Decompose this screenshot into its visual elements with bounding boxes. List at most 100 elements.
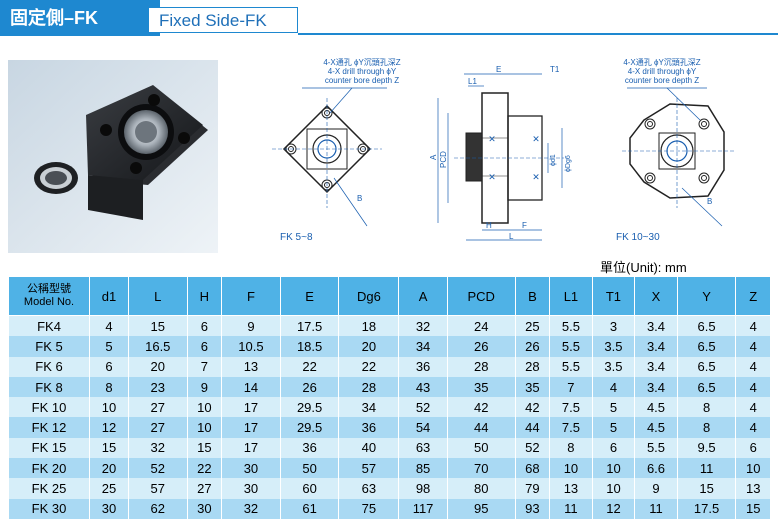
value-cell: 80 — [446, 478, 516, 499]
value-cell: 4 — [735, 376, 771, 398]
value-cell: 4 — [735, 356, 771, 377]
value-cell: 15 — [735, 498, 771, 519]
value-cell: 42 — [446, 397, 516, 418]
value-cell: 7.5 — [549, 417, 593, 438]
header-cell: E — [279, 276, 340, 316]
value-cell: 6.5 — [676, 376, 737, 398]
value-cell: 3 — [591, 315, 636, 337]
value-cell: 5.5 — [549, 336, 593, 357]
value-cell: 17.5 — [279, 315, 340, 337]
header-model: 公稱型號 Model No. — [8, 276, 90, 316]
value-cell: 70 — [446, 458, 516, 479]
value-cell: 25 — [514, 315, 551, 337]
model-cell: FK 20 — [8, 458, 90, 479]
drawing-side-view: E T1 L1 ✕ ✕ ✕ ✕ A PCD ϕd1 ϕDg6 H F L — [429, 65, 572, 241]
value-cell: 4 — [735, 417, 771, 438]
header-rule — [298, 33, 778, 35]
left-caption: FK 5~8 — [280, 232, 313, 243]
value-cell: 5 — [89, 336, 129, 357]
header-cell: H — [186, 276, 223, 316]
value-cell: 79 — [514, 478, 551, 499]
value-cell: 29.5 — [279, 397, 340, 418]
value-cell: 15 — [186, 437, 223, 459]
right-note-line2: 4-X drill through ϕY — [628, 67, 697, 76]
value-cell: 62 — [127, 498, 188, 519]
model-cell: FK 10 — [8, 397, 90, 418]
value-cell: 9 — [186, 376, 223, 398]
table-header-row: 公稱型號 Model No. d1 L H F E Dg6 A PCD B L1… — [8, 276, 771, 316]
left-note-line2: 4-X drill through ϕY — [328, 67, 397, 76]
label-a: A — [429, 154, 438, 160]
value-cell: 5 — [591, 397, 636, 418]
svg-text:✕: ✕ — [488, 172, 496, 182]
label-l1: L1 — [468, 77, 477, 86]
value-cell: 11 — [549, 498, 593, 519]
label-d1: ϕd1 — [550, 154, 557, 166]
value-cell: 17.5 — [676, 498, 737, 519]
value-cell: 26 — [514, 336, 551, 357]
label-pcd: PCD — [439, 151, 448, 168]
value-cell: 12 — [89, 417, 129, 438]
value-cell: 3.5 — [591, 336, 636, 357]
label-h: H — [486, 221, 492, 230]
left-note-line3: counter bore depth Z — [325, 76, 399, 85]
header-cell: PCD — [446, 276, 516, 316]
value-cell: 35 — [446, 376, 516, 398]
right-note-line1: 4-X通孔 ϕY沉頭孔深Z — [623, 58, 700, 67]
model-cell: FK 30 — [8, 498, 90, 519]
value-cell: 10 — [591, 458, 636, 479]
header-cell: X — [634, 276, 678, 316]
header-cell: F — [221, 276, 281, 316]
value-cell: 28 — [338, 376, 400, 398]
value-cell: 13 — [735, 478, 771, 499]
value-cell: 9 — [634, 478, 678, 499]
value-cell: 50 — [446, 437, 516, 459]
value-cell: 52 — [514, 437, 551, 459]
value-cell: 10 — [735, 458, 771, 479]
value-cell: 22 — [279, 356, 340, 377]
title-chinese: 固定側–FK — [0, 0, 160, 36]
value-cell: 17 — [221, 437, 281, 459]
header-cell: L — [127, 276, 188, 316]
right-label-b: B — [707, 197, 712, 206]
value-cell: 8 — [549, 437, 593, 459]
value-cell: 5 — [591, 417, 636, 438]
header-cell: Dg6 — [338, 276, 400, 316]
value-cell: 15 — [127, 315, 188, 337]
value-cell: 60 — [279, 478, 340, 499]
value-cell: 4.5 — [634, 417, 678, 438]
value-cell: 18 — [338, 315, 400, 337]
value-cell: 68 — [514, 458, 551, 479]
value-cell: 5.5 — [549, 356, 593, 377]
value-cell: 11 — [676, 458, 737, 479]
value-cell: 4 — [591, 376, 636, 398]
header-cell: A — [398, 276, 448, 316]
value-cell: 15 — [89, 437, 129, 459]
label-t1: T1 — [550, 65, 560, 74]
right-note-line3: counter bore depth Z — [625, 76, 699, 85]
value-cell: 12 — [591, 498, 636, 519]
header-cell: d1 — [89, 276, 129, 316]
value-cell: 61 — [279, 498, 340, 519]
value-cell: 10 — [591, 478, 636, 499]
value-cell: 4.5 — [634, 397, 678, 418]
value-cell: 8 — [676, 397, 737, 418]
left-label-b: B — [357, 194, 362, 203]
value-cell: 32 — [221, 498, 281, 519]
value-cell: 27 — [127, 397, 188, 418]
value-cell: 13 — [221, 356, 281, 377]
value-cell: 4 — [735, 397, 771, 418]
value-cell: 6.5 — [676, 336, 737, 357]
value-cell: 44 — [514, 417, 551, 438]
value-cell: 3.5 — [591, 356, 636, 377]
model-cell: FK 8 — [8, 376, 90, 398]
value-cell: 30 — [221, 478, 281, 499]
value-cell: 40 — [338, 437, 400, 459]
value-cell: 23 — [127, 376, 188, 398]
value-cell: 15 — [676, 478, 737, 499]
